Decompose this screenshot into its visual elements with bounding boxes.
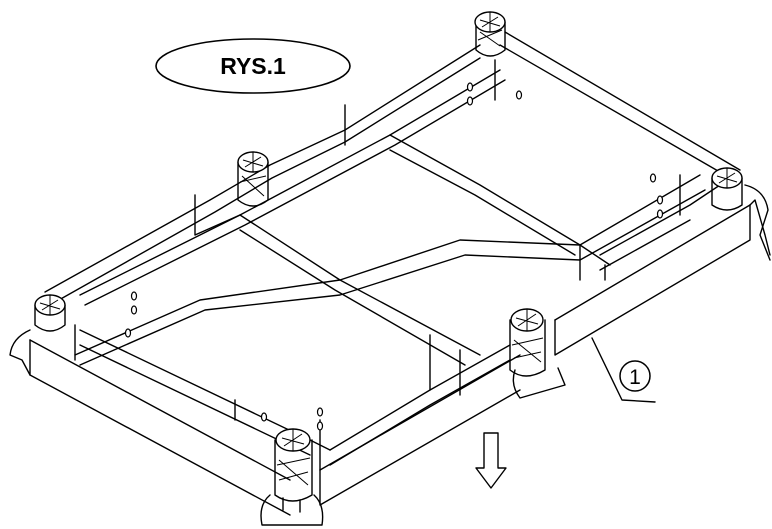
feet	[9, 11, 771, 526]
mounting-holes	[124, 82, 664, 431]
foot-front	[260, 428, 324, 526]
hole	[649, 173, 657, 183]
down-arrow-icon	[475, 432, 507, 489]
interior-rails	[74, 59, 721, 471]
foot-left	[9, 294, 66, 376]
hole	[260, 412, 268, 422]
hole	[130, 305, 138, 315]
callout-number: 1	[629, 366, 641, 389]
hole	[466, 82, 474, 92]
hole	[656, 209, 664, 219]
foot-left-back	[237, 151, 269, 207]
figure-label-text: RYS.1	[220, 53, 286, 79]
figure-label: RYS.1	[155, 38, 351, 94]
foot-right	[711, 167, 771, 261]
outer-frame	[29, 31, 771, 516]
hole	[316, 407, 324, 417]
part-callout: 1	[591, 337, 656, 403]
hole	[124, 328, 132, 338]
callout-circle	[619, 360, 651, 392]
hole	[130, 291, 138, 301]
foot-front-right	[509, 308, 566, 399]
hole	[515, 90, 523, 100]
figure-label-oval	[155, 38, 351, 94]
hole	[656, 195, 664, 205]
hole	[466, 96, 474, 106]
hole	[316, 421, 324, 431]
foot-back	[474, 11, 506, 57]
